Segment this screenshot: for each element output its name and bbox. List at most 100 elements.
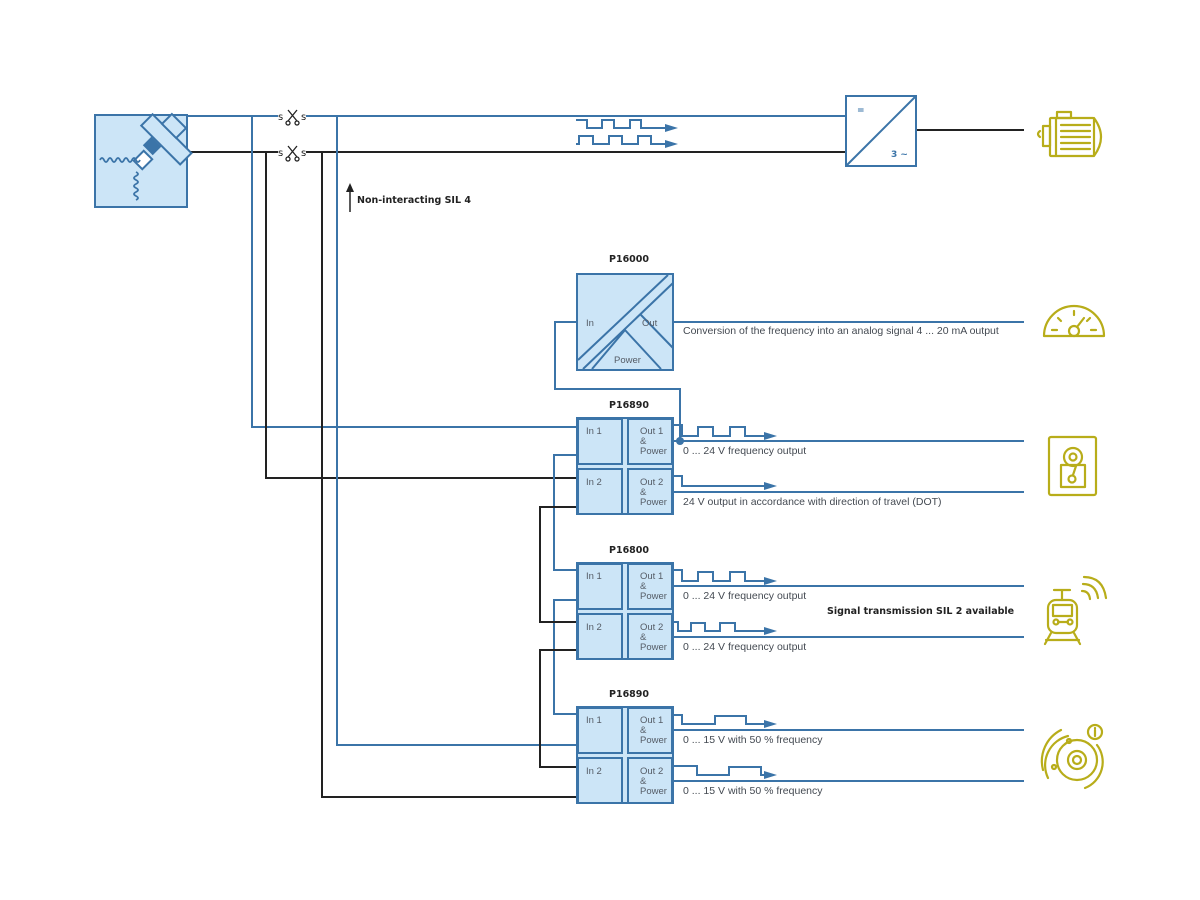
out2-label: Out 2 — [640, 477, 663, 488]
wire-blue-p16000-in — [554, 321, 681, 441]
out1-description: 0 ... 24 V frequency output — [683, 445, 806, 457]
out1-label: Out 1 — [640, 571, 663, 582]
output-signal-wave — [673, 621, 764, 632]
speed-sensor-icon — [99, 112, 193, 201]
sil4-note: Non-interacting SIL 4 — [346, 183, 471, 212]
module-p16000[interactable]: P16000 In Out Power Conversion of the fr… — [576, 254, 999, 371]
out2-label: Power — [640, 497, 667, 508]
switch-label-left: s — [278, 148, 283, 159]
output-signal-wave — [673, 765, 764, 776]
signal-arrow-icon — [764, 482, 777, 490]
door-control-icon — [1047, 435, 1098, 497]
in1-label: In 1 — [586, 571, 602, 582]
out2-cell — [627, 468, 673, 515]
p16000-box — [576, 273, 674, 371]
in1-cell — [577, 418, 623, 465]
signal-arrow-icon — [764, 720, 777, 728]
out1-label: Power — [640, 735, 667, 746]
out2-label: & — [640, 487, 647, 498]
square-wave-signals-icon — [576, 119, 678, 148]
module-title: P16890 — [609, 689, 649, 700]
signal-arrow-icon — [764, 432, 777, 440]
wire-black-to-p16890b-in2 — [321, 152, 578, 798]
out2-label: Power — [640, 786, 667, 797]
out1-label: & — [640, 581, 647, 592]
in1-label: In 1 — [586, 426, 602, 437]
out1-label: & — [640, 436, 647, 447]
out2-label: Out 2 — [640, 622, 663, 633]
converter-ac-symbol: 3 ~ — [891, 150, 908, 160]
arrow-up-head — [346, 183, 354, 192]
frequency-converter[interactable]: = 3 ~ — [845, 95, 917, 167]
out2-description: 24 V output in accordance with direction… — [683, 496, 942, 508]
switch-label-right: s — [301, 148, 306, 159]
wire-black-loop-a — [539, 506, 578, 623]
in2-label: In 2 — [586, 766, 602, 777]
in2-label: In 2 — [586, 622, 602, 633]
out1-cell — [627, 563, 673, 610]
output-signal-wave — [673, 714, 764, 725]
out1-description: 0 ... 24 V frequency output — [683, 590, 806, 602]
output-signal-wave — [673, 569, 764, 582]
switch-label-left: s — [278, 112, 283, 123]
wire-blue-loop-a — [553, 454, 578, 571]
p16000-power-label: Power — [614, 355, 641, 366]
wire-black-to-p16890a-in2 — [265, 152, 578, 479]
in1-label: In 1 — [586, 715, 602, 726]
p16000-in-label: In — [586, 318, 594, 329]
wires — [188, 115, 1024, 798]
out2-cell — [627, 757, 673, 804]
speed-sensor[interactable] — [94, 112, 193, 208]
signal-arrow-icon — [764, 771, 777, 779]
out1-label: Power — [640, 591, 667, 602]
out1-cell — [627, 418, 673, 465]
in2-cell — [577, 757, 623, 804]
out2-label: Out 2 — [640, 766, 663, 777]
out2-label: & — [640, 632, 647, 643]
brake-disc-icon — [1040, 723, 1104, 790]
out2-description: 0 ... 24 V frequency output — [683, 641, 806, 653]
module-title: P16000 — [609, 254, 649, 265]
output-signal-wave — [673, 424, 764, 437]
out2-description: 0 ... 15 V with 50 % frequency — [683, 785, 823, 797]
p16000-description: Conversion of the frequency into an anal… — [683, 325, 999, 337]
switch-label-right: s — [301, 112, 306, 123]
out2-cell — [627, 613, 673, 660]
in2-cell — [577, 468, 623, 515]
train-wireless-icon — [1043, 575, 1108, 646]
scissors-icon — [285, 145, 300, 162]
wire-blue-loop-b — [553, 599, 578, 715]
scissors-icon — [285, 109, 300, 126]
out2-label: Power — [640, 642, 667, 653]
p16000-out-label: Out — [642, 318, 658, 329]
out1-label: Power — [640, 446, 667, 457]
in2-cell — [577, 613, 623, 660]
module-title: P16800 — [609, 545, 649, 556]
out1-cell — [627, 707, 673, 754]
switch-black[interactable]: s s — [278, 145, 306, 162]
out2-label: & — [640, 776, 647, 787]
out1-label: Out 1 — [640, 426, 663, 437]
speedometer-gauge-icon — [1042, 304, 1106, 338]
converter-dc-symbol: = — [857, 106, 865, 116]
p16000-dividers — [577, 274, 674, 370]
module-title: P16890 — [609, 400, 649, 411]
converter-diagonal — [846, 96, 916, 166]
motor-icon — [1036, 110, 1103, 158]
signal-arrow-icon — [764, 627, 777, 635]
signal-arrow-icon — [764, 577, 777, 585]
out1-label: Out 1 — [640, 715, 663, 726]
sil2-label: Signal transmission SIL 2 available — [827, 606, 1014, 617]
switch-blue[interactable]: s s — [278, 109, 306, 126]
in2-label: In 2 — [586, 477, 602, 488]
sil4-label: Non-interacting SIL 4 — [357, 195, 471, 206]
output-signal-wave — [673, 475, 764, 487]
out1-description: 0 ... 15 V with 50 % frequency — [683, 734, 823, 746]
wire-black-loop-b — [539, 649, 578, 768]
in1-cell — [577, 707, 623, 754]
